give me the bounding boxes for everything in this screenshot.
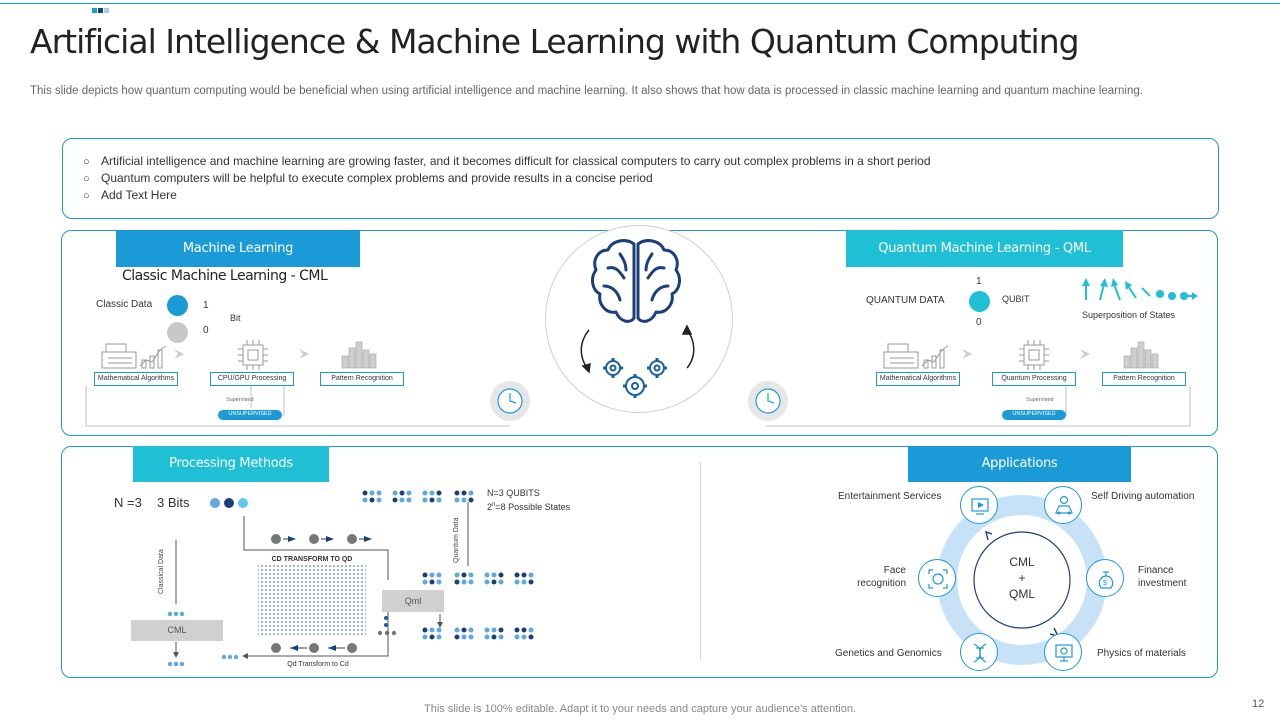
arrow-right-icon — [962, 349, 972, 359]
brain-icon — [591, 239, 681, 323]
bit-zero-label: 0 — [203, 325, 209, 336]
bit-label: Bit — [230, 313, 241, 323]
arrow-right-icon — [299, 349, 309, 359]
superposition-label: Superposition of States — [1082, 310, 1176, 320]
processing-header: Processing Methods — [133, 446, 329, 482]
app-finance-label: Finance investment — [1138, 565, 1187, 589]
possible-states-label: 2n=8 Possible States — [487, 502, 571, 512]
qml-header: Quantum Machine Learning - QML — [846, 230, 1123, 267]
cash-register-icon — [883, 343, 949, 369]
bullet-item: ○Add Text Here — [83, 188, 177, 202]
clock-icon — [748, 381, 788, 421]
finance-icon: $ — [1086, 559, 1124, 597]
app-genetics-label: Genetics and Genomics — [835, 648, 942, 659]
footer-note: This slide is 100% editable. Adapt it to… — [424, 703, 856, 715]
qml-box: Qml — [382, 590, 444, 612]
chip-icon — [1019, 340, 1049, 370]
cml-box: CML — [131, 620, 223, 641]
classical-data-label: Classical Data — [158, 549, 165, 594]
app-face-label: Face recognition — [857, 565, 906, 589]
classic-data-label: Classic Data — [96, 299, 153, 310]
ml-step-pattern: Pattern Recognition — [320, 372, 404, 386]
app-self-driving-label: Self Driving automation — [1091, 491, 1195, 502]
qubit-zero-label: 0 — [976, 317, 982, 328]
qml-flow-lines — [766, 386, 1191, 427]
qml-step-quantum: Quantum Processing — [992, 372, 1076, 386]
quantum-data-label: QUANTUM DATA — [866, 295, 945, 306]
clock-icon — [490, 381, 530, 421]
applications-header: Applications — [908, 446, 1131, 482]
page-number: 12 — [1252, 698, 1265, 710]
bar-chart-icon — [341, 341, 377, 369]
self-driving-icon — [1044, 486, 1082, 524]
ml-step-cpu: CPU/GPU Processing — [210, 372, 294, 386]
panel-divider — [700, 462, 701, 660]
cml-subheader: Classic Machine Learning - CML — [122, 268, 328, 284]
chip-icon — [238, 340, 268, 370]
n-label: N =3 — [114, 495, 142, 510]
quantum-data-label: Quantum Data — [453, 517, 460, 563]
cd-transform-label: CD TRANSFORM TO QD — [271, 556, 353, 563]
ring-center-text: CML + QML — [1008, 555, 1035, 601]
app-physics-label: Physics of materials — [1097, 648, 1186, 659]
qml-supervised-label: Supervised — [1026, 397, 1054, 403]
bits-dots-icon — [210, 498, 248, 508]
face-recognition-icon — [918, 559, 956, 597]
ml-unsupervised-pill: UNSUPERVISED — [218, 410, 282, 420]
qml-step-pattern: Pattern Recognition — [1102, 372, 1186, 386]
qubit-one-label: 1 — [976, 276, 982, 287]
bar-chart-icon — [1123, 341, 1159, 369]
bullet-circle-icon: ○ — [83, 190, 90, 202]
top-decoration — [92, 0, 110, 18]
ml-supervised-label: Supervised — [226, 397, 254, 403]
superposition-arrows-icon — [1082, 278, 1198, 301]
qml-step-math: Mathematical Algorithms — [876, 372, 960, 386]
entertainment-icon — [960, 486, 998, 524]
bullet-item: ○Artificial intelligence and machine lea… — [83, 154, 931, 168]
ml-step-math: Mathematical Algorithms — [94, 372, 178, 386]
bit-one-label: 1 — [203, 300, 209, 311]
qubit-circle — [969, 291, 990, 312]
physics-icon — [1044, 633, 1082, 671]
gears-icon — [580, 324, 695, 398]
arrow-right-icon — [1080, 349, 1090, 359]
qubits-label: N=3 QUBITS — [487, 488, 540, 498]
app-entertainment-label: Entertainment Services — [838, 491, 942, 502]
bullet-box: ○Artificial intelligence and machine lea… — [62, 138, 1219, 219]
bits-label: 3 Bits — [157, 495, 190, 510]
bullet-item: ○Quantum computers will be helpful to ex… — [83, 171, 653, 185]
bit-one-circle — [167, 295, 188, 316]
ml-header: Machine Learning — [116, 230, 360, 267]
ml-flow-lines — [85, 386, 510, 427]
processing-diagram — [167, 490, 534, 667]
page-title: Artificial Intelligence & Machine Learni… — [30, 22, 1080, 61]
svg-text:$: $ — [1103, 580, 1107, 587]
arrow-right-icon — [174, 349, 184, 359]
qd-transform-label: Qd Transform to Cd — [287, 661, 349, 668]
bullet-circle-icon: ○ — [83, 173, 90, 185]
top-rule — [0, 3, 1280, 4]
qml-unsupervised-pill: UNSUPERVISED — [1002, 410, 1066, 420]
bullet-list: ○Artificial intelligence and machine lea… — [83, 153, 1218, 204]
cash-register-icon — [101, 343, 167, 369]
qubit-label: QUBIT — [1002, 294, 1030, 304]
bullet-circle-icon: ○ — [83, 156, 90, 168]
genetics-icon — [960, 633, 998, 671]
bit-zero-circle — [167, 322, 188, 343]
page-subtitle: This slide depicts how quantum computing… — [30, 85, 1143, 97]
